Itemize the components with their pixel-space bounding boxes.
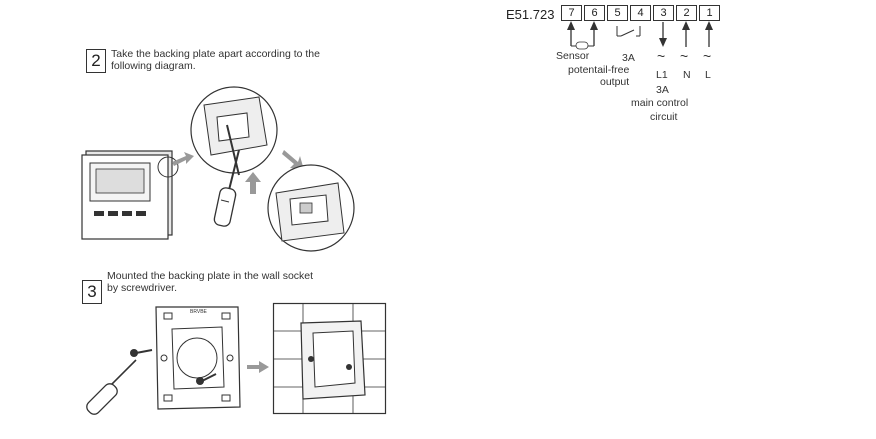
terminal-1: 1	[699, 5, 720, 21]
terminal-5: 5	[607, 5, 628, 21]
step-3-text-line1: Mounted the backing plate in the wall so…	[107, 270, 314, 282]
step-3-number: 3	[82, 280, 102, 304]
step-2-text-line1: Take the backing plate apart according t…	[111, 48, 320, 60]
screwdriver-icon	[213, 149, 240, 227]
sensor-label: Sensor	[556, 50, 590, 62]
arrow-icon	[172, 152, 194, 166]
terminal-3: 3	[653, 5, 674, 21]
line-label-n: N	[683, 69, 691, 81]
step-2-text: Take the backing plate apart according t…	[111, 48, 320, 72]
screwdriver-icon	[86, 359, 137, 415]
terminal-7: 7	[561, 5, 582, 21]
arrow-right-icon	[247, 361, 269, 373]
terminal-6: 6	[584, 5, 605, 21]
ac-symbol-l: ~	[703, 48, 712, 64]
step-2-number: 2	[86, 49, 106, 73]
screw-icon	[130, 349, 153, 357]
arrow-up-icon	[245, 172, 261, 194]
terminal-4: 4	[630, 5, 651, 21]
plate-marking: BRVBE	[190, 309, 207, 315]
ac-symbol-l1: ~	[657, 48, 666, 64]
wall-socket-illustration	[272, 302, 387, 415]
output-label-line1: potentail-free	[568, 64, 630, 76]
step-2-text-line2: following diagram.	[111, 60, 196, 72]
ac-symbol-n: ~	[680, 48, 689, 64]
model-number: E51.723	[506, 7, 555, 22]
thermostat-illustration	[81, 150, 179, 240]
backing-plate-illustration	[155, 306, 241, 410]
main-circuit-label-line2: circuit	[650, 111, 678, 123]
zoom-detail-2-illustration	[267, 164, 355, 252]
step-3-text: Mounted the backing plate in the wall so…	[107, 270, 313, 294]
screw-icon	[196, 373, 217, 385]
arrow-down-right-icon	[282, 150, 304, 170]
output-current-label: 3A	[622, 52, 635, 64]
terminal-2: 2	[676, 5, 697, 21]
output-label-line2: output	[600, 76, 630, 88]
main-circuit-label-line1: main control	[631, 97, 689, 109]
line-label-l1: L1	[656, 69, 668, 81]
step-3-text-line2: by screwdriver.	[107, 282, 178, 294]
main-current-label: 3A	[656, 84, 669, 96]
line-label-l: L	[705, 69, 711, 81]
